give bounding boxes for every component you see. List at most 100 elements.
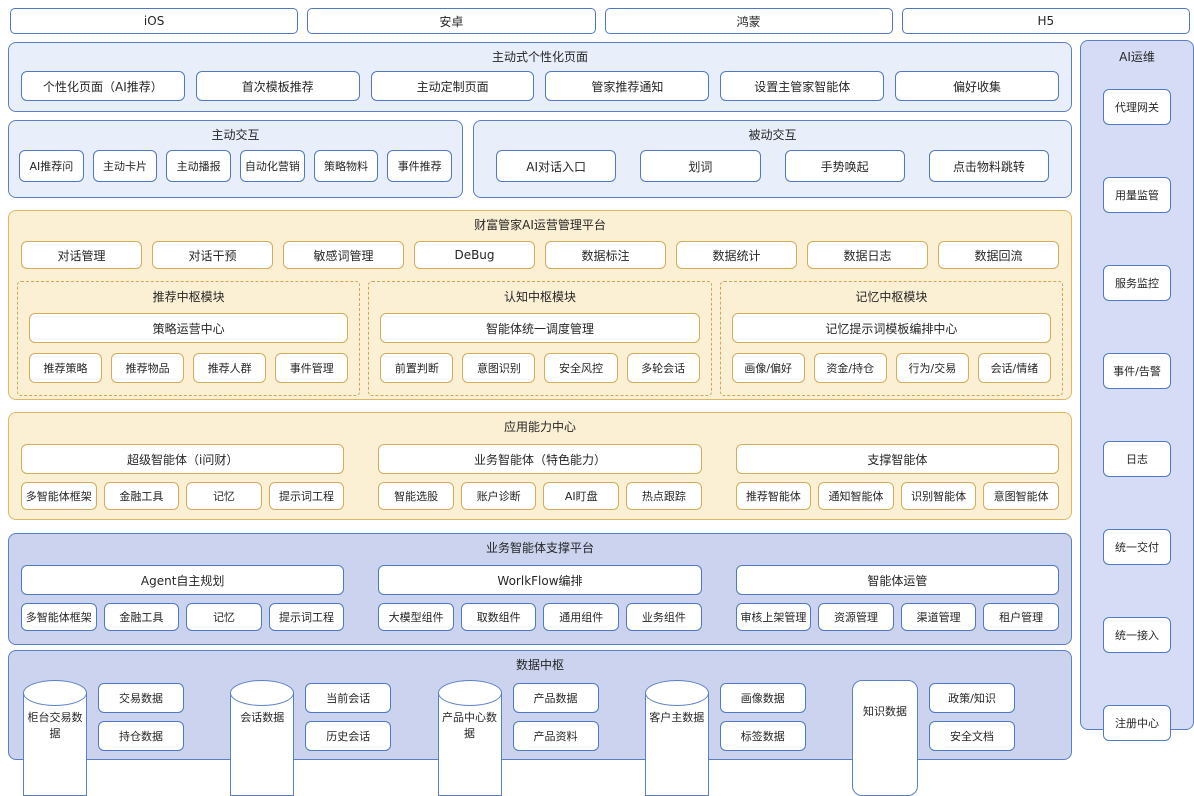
- passive-interaction-items: AI对话入口 划词 手势唤起 点击物料跳转: [474, 143, 1071, 182]
- data-item-chip: 政策/知识: [929, 683, 1015, 713]
- module-item-chip: 推荐物品: [111, 353, 185, 383]
- module-item-chip: 前置判断: [380, 353, 454, 383]
- group-item-chip: 账户诊断: [460, 482, 537, 510]
- ops-tool-chip: 数据回流: [938, 241, 1059, 269]
- database-cylinder: 产品中心数据: [437, 680, 502, 796]
- section-data-hub: 数据中枢 柜台交易数据 交易数据 持仓数据 会话数据 当前会话 历史会话: [8, 650, 1072, 796]
- data-hub-groups: 柜台交易数据 交易数据 持仓数据 会话数据 当前会话 历史会话 产品中心数据: [9, 673, 1071, 796]
- module-item-chip: 多轮会话: [626, 353, 700, 383]
- data-group-knowledge: 知识数据 政策/知识 安全文档: [852, 680, 1015, 796]
- database-label: 会话数据: [240, 711, 285, 724]
- section-title: 业务智能体支撑平台: [485, 541, 594, 555]
- group-workflow: WorlkFlow编排 大模型组件 取数组件 通用组件 业务组件: [378, 565, 702, 631]
- support-platform-groups: Agent自主规划 多智能体框架 金融工具 记忆 提示词工程 WorlkFlow…: [9, 556, 1071, 631]
- group-item-chip: 智能选股: [378, 482, 454, 510]
- group-item-chip: 通用组件: [543, 603, 620, 631]
- database-cylinder: 会话数据: [230, 680, 295, 796]
- feature-box: 个性化页面（AI推荐）: [21, 71, 185, 101]
- database-cylinder: 客户主数据: [644, 680, 709, 796]
- feature-box: 事件推荐: [387, 150, 453, 182]
- database-cylinder: 柜台交易数据: [23, 680, 87, 796]
- group-header: Agent自主规划: [21, 565, 345, 595]
- group-item-chip: 热点跟踪: [626, 482, 702, 510]
- sidebar-item-usage: 用量监管: [1103, 177, 1171, 213]
- data-items: 产品数据 产品资料: [512, 683, 599, 796]
- data-group-product-center: 产品中心数据 产品数据 产品资料: [437, 680, 599, 796]
- sidebar-item-log: 日志: [1103, 441, 1171, 477]
- group-item-chip: 渠道管理: [900, 603, 977, 631]
- feature-box: 管家推荐通知: [545, 71, 710, 101]
- cylinder-body: [437, 693, 502, 796]
- data-group-session: 会话数据 当前会话 历史会话: [230, 680, 392, 796]
- feature-box: AI对话入口: [496, 150, 617, 182]
- group-item-chip: 通知智能体: [818, 482, 894, 510]
- platform-android: 安卓: [307, 8, 596, 34]
- group-item-chip: AI盯盘: [543, 482, 620, 510]
- data-item-chip: 标签数据: [719, 721, 806, 751]
- section-title: 数据中枢: [515, 658, 564, 672]
- platform-ios: iOS: [10, 8, 299, 34]
- sidebar-item-gateway: 代理网关: [1103, 89, 1171, 125]
- group-items: 审核上架管理 资源管理 渠道管理 租户管理: [735, 603, 1059, 631]
- group-super-agent: 超级智能体（i问财） 多智能体框架 金融工具 记忆 提示词工程: [21, 444, 345, 510]
- data-items: 交易数据 持仓数据: [98, 683, 184, 796]
- cylinder-top: [230, 680, 295, 706]
- database-label: 客户主数据: [649, 711, 705, 724]
- module-item-chip: 资金/持仓: [813, 353, 887, 383]
- section-active-interaction: 主动交互 AI推荐问 主动卡片 主动播报 自动化营销 策略物料 事件推荐: [8, 120, 463, 198]
- group-agent-ops: 智能体运管 审核上架管理 资源管理 渠道管理 租户管理: [735, 565, 1059, 631]
- group-item-chip: 资源管理: [818, 603, 894, 631]
- platform-row: iOS 安卓 鸿蒙 H5: [10, 8, 1190, 34]
- module-item-chip: 事件管理: [275, 353, 349, 383]
- module-center-box: 策略运营中心: [29, 313, 349, 343]
- group-item-chip: 意图智能体: [983, 482, 1059, 510]
- module-center-box: 记忆提示词模板编排中心: [731, 313, 1051, 343]
- module-item-chip: 推荐人群: [193, 353, 267, 383]
- ops-tool-chip: 对话干预: [152, 241, 273, 269]
- ops-tool-chip: 对话管理: [21, 241, 142, 269]
- group-agent-planning: Agent自主规划 多智能体框架 金融工具 记忆 提示词工程: [21, 565, 345, 631]
- group-item-chip: 业务组件: [626, 603, 702, 631]
- group-item-chip: 金融工具: [103, 603, 180, 631]
- data-item-chip: 持仓数据: [98, 721, 184, 751]
- data-items: 当前会话 历史会话: [305, 683, 392, 796]
- module-item-chip: 行为/交易: [895, 353, 969, 383]
- data-item-chip: 安全文档: [929, 721, 1015, 751]
- data-item-chip: 画像数据: [719, 683, 806, 713]
- module-item-chip: 画像/偏好: [731, 353, 805, 383]
- section-ops-platform: 财富管家AI运营管理平台 对话管理 对话干预 敏感词管理 DeBug 数据标注 …: [8, 210, 1072, 400]
- group-item-chip: 提示词工程: [268, 482, 345, 510]
- group-business-agent: 业务智能体（特色能力） 智能选股 账户诊断 AI盯盘 热点跟踪: [378, 444, 702, 510]
- ops-tools-row: 对话管理 对话干预 敏感词管理 DeBug 数据标注 数据统计 数据日志 数据回…: [9, 233, 1071, 269]
- group-header: 业务智能体（特色能力）: [378, 444, 702, 474]
- group-header: WorlkFlow编排: [378, 565, 702, 595]
- module-title: 推荐中枢模块: [152, 290, 225, 304]
- ops-tool-chip: 数据统计: [676, 241, 797, 269]
- platform-h5: H5: [901, 8, 1190, 34]
- module-cognition-hub: 认知中枢模块 智能体统一调度管理 前置判断 意图识别 安全风控 多轮会话: [368, 281, 712, 396]
- module-title: 记忆中枢模块: [855, 290, 928, 304]
- group-item-chip: 识别智能体: [900, 482, 977, 510]
- data-group-customer-master: 客户主数据 画像数据 标签数据: [644, 680, 806, 796]
- data-items: 政策/知识 安全文档: [929, 683, 1015, 796]
- ops-tool-chip: DeBug: [414, 241, 535, 269]
- group-item-chip: 租户管理: [983, 603, 1059, 631]
- ops-tool-chip: 敏感词管理: [283, 241, 404, 269]
- feature-box: AI推荐问: [19, 150, 84, 182]
- group-item-chip: 大模型组件: [378, 603, 454, 631]
- section-title: 应用能力中心: [503, 420, 576, 434]
- feature-box: 偏好收集: [895, 71, 1059, 101]
- data-item-chip: 产品数据: [512, 683, 599, 713]
- group-item-chip: 审核上架管理: [735, 603, 812, 631]
- section-title: 财富管家AI运营管理平台: [474, 218, 606, 232]
- ops-tool-chip: 数据日志: [807, 241, 928, 269]
- module-items: 推荐策略 推荐物品 推荐人群 事件管理: [29, 353, 349, 383]
- data-item-chip: 产品资料: [512, 721, 599, 751]
- group-item-chip: 多智能体框架: [21, 482, 97, 510]
- group-item-chip: 金融工具: [103, 482, 180, 510]
- group-item-chip: 推荐智能体: [735, 482, 812, 510]
- ops-tool-chip: 数据标注: [545, 241, 666, 269]
- module-item-chip: 意图识别: [462, 353, 536, 383]
- sidebar-item-delivery: 统一交付: [1103, 529, 1171, 565]
- group-header: 智能体运管: [735, 565, 1059, 595]
